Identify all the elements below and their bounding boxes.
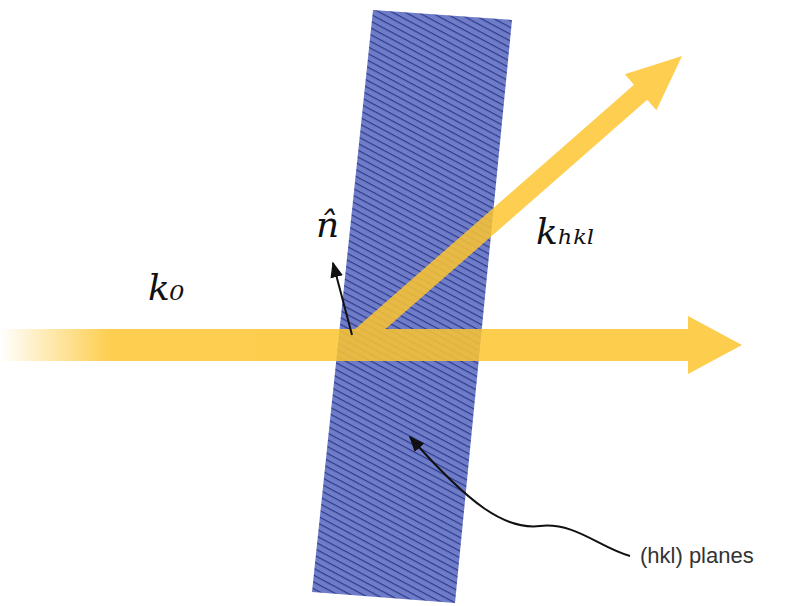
diffracted-beam — [345, 56, 682, 353]
incident-beam — [0, 329, 690, 361]
normal-label: n̂ — [316, 205, 339, 245]
planes-label: (hkl) planes — [640, 544, 754, 568]
crystal-slab — [312, 10, 512, 603]
wavevector-label: k₀ — [148, 268, 184, 308]
leader-line — [410, 437, 630, 556]
incident-beam-head — [688, 316, 742, 374]
normal-vector — [333, 263, 352, 335]
wavevector-label: kₕₖₗ — [536, 212, 595, 252]
